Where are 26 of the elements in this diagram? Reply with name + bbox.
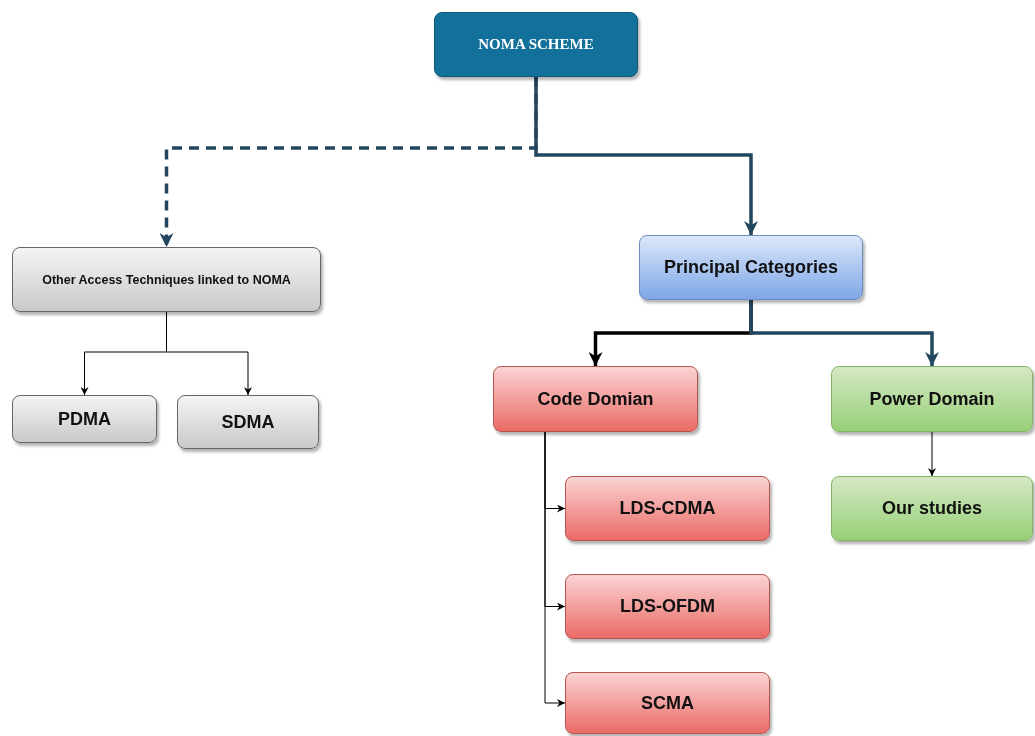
box-label: Other Access Techniques linked to NOMA [42, 272, 291, 287]
process-box [831, 366, 1033, 432]
process-box [639, 235, 863, 300]
box-label: Our studies [882, 498, 982, 519]
process-box [434, 12, 638, 77]
arrow [749, 300, 939, 366]
process-box [831, 476, 1033, 541]
process-box [565, 574, 770, 639]
process-box [565, 672, 770, 734]
arrow [928, 431, 936, 477]
box-label: SDMA [221, 411, 275, 433]
box-label: Power Domain [869, 388, 995, 410]
box-label: Principal Categories [663, 257, 839, 278]
box-label: NOMA SCHEME [478, 36, 594, 53]
arrow [544, 431, 566, 707]
process-box [12, 395, 157, 443]
box-label: PDMA [58, 408, 111, 430]
process-box [565, 476, 770, 541]
process-box [12, 247, 321, 312]
box-label: LDS-OFDM [620, 596, 715, 617]
box-label: Code Domian [537, 388, 654, 410]
arrow [534, 77, 758, 235]
process-box [493, 366, 698, 432]
process-box [177, 395, 319, 449]
box-label: LDS-CDMA [619, 498, 716, 519]
box-label: SCMA [641, 692, 694, 714]
